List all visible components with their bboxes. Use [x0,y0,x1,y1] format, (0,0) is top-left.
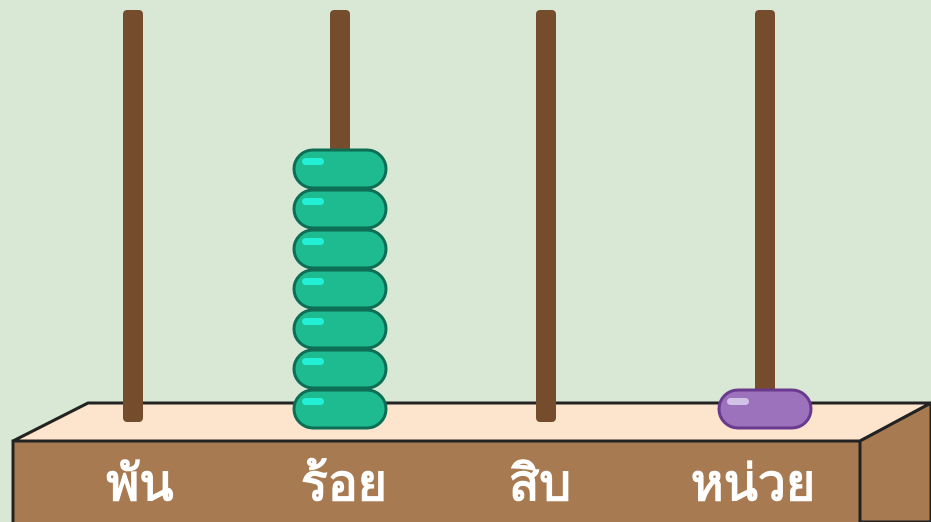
place-label-thousands: พัน [40,448,240,518]
rod-thousands [123,10,143,422]
bead-hundreds [294,390,386,428]
bead-hundreds [294,230,386,268]
bead-hundreds [294,310,386,348]
rod-tens [536,10,556,422]
place-label-units: หน่วย [653,448,853,518]
abacus-rods [123,10,775,422]
bead-hundreds [294,270,386,308]
place-label-tens: สิบ [440,448,640,518]
bead-hundreds [294,350,386,388]
place-label-hundreds: ร้อย [244,448,444,518]
bead-hundreds [294,150,386,188]
bead-hundreds [294,190,386,228]
bead-units [719,390,811,428]
rod-units [755,10,775,422]
